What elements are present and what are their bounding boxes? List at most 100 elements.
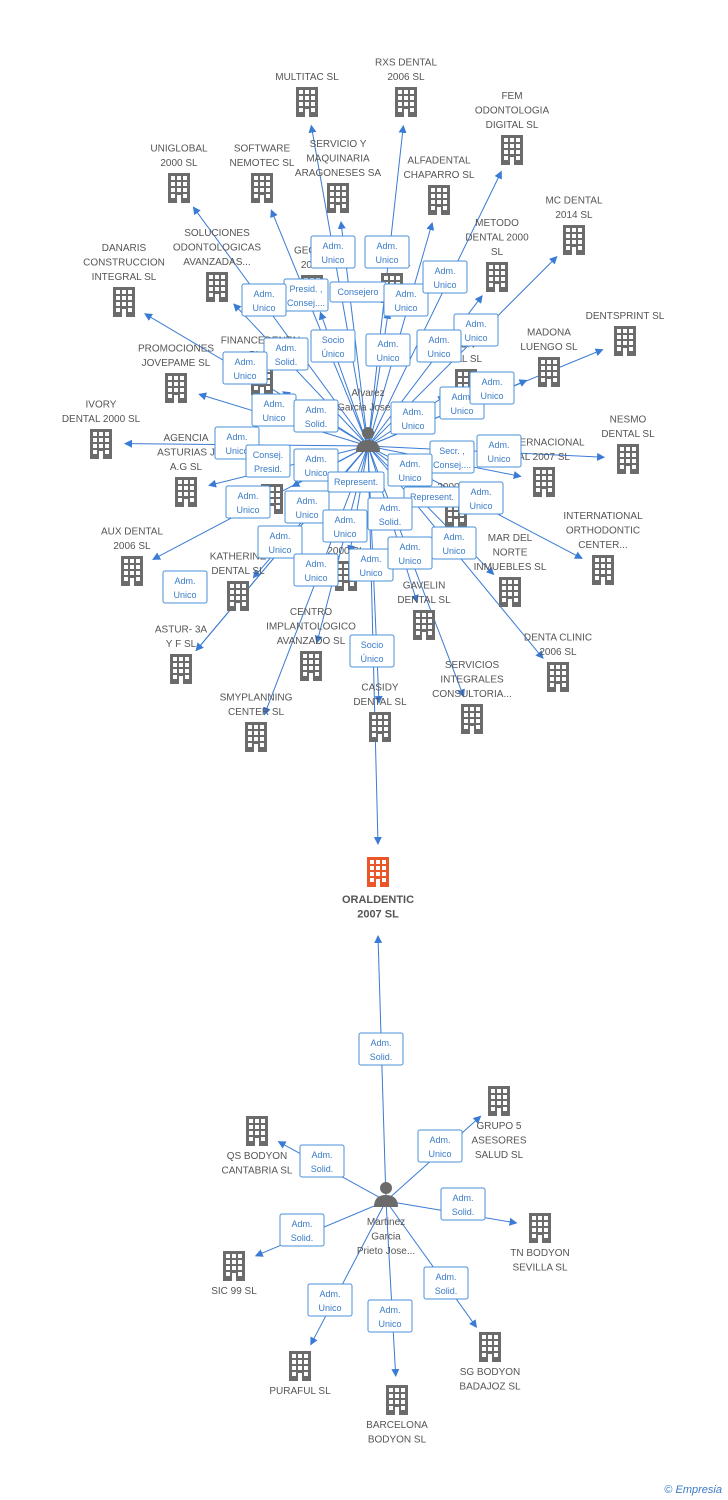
relation-label[interactable]: Adm.Unico <box>310 235 356 269</box>
person-icon[interactable] <box>356 427 380 452</box>
building-icon[interactable] <box>245 722 267 752</box>
building-icon[interactable] <box>206 272 228 302</box>
relation-label[interactable]: Adm.Unico <box>364 235 410 269</box>
relation-box[interactable] <box>416 329 462 363</box>
relation-label[interactable]: Adm.Unico <box>365 333 411 367</box>
relation-label[interactable]: Represent. <box>327 471 385 493</box>
building-icon[interactable] <box>251 173 273 203</box>
relation-label[interactable]: Adm.Solid. <box>299 1144 345 1178</box>
relation-label[interactable]: Adm.Unico <box>241 283 287 317</box>
relation-label[interactable]: Adm.Unico <box>476 434 522 468</box>
company-node-sic99[interactable]: SIC 99 SL <box>211 1251 257 1297</box>
relation-label[interactable]: Adm.Solid. <box>358 1032 404 1066</box>
relation-box[interactable] <box>387 536 433 570</box>
relation-box[interactable] <box>364 235 410 269</box>
building-icon[interactable] <box>614 326 636 356</box>
relation-box[interactable] <box>367 1299 413 1333</box>
relation-label[interactable]: Consejero <box>329 281 387 303</box>
relation-box[interactable] <box>458 481 504 515</box>
relation-box[interactable] <box>349 634 395 668</box>
relation-label[interactable]: Adm.Unico <box>225 485 271 519</box>
relation-box[interactable] <box>222 351 268 385</box>
relation-label[interactable]: Adm.Unico <box>416 329 462 363</box>
person-icon[interactable] <box>374 1182 398 1207</box>
building-icon[interactable] <box>488 1086 510 1116</box>
building-icon[interactable] <box>563 225 585 255</box>
building-icon[interactable] <box>289 1351 311 1381</box>
relation-box[interactable] <box>310 329 356 363</box>
relation-box[interactable] <box>469 371 515 405</box>
relation-box[interactable] <box>241 283 287 317</box>
relation-box[interactable] <box>422 260 468 294</box>
relation-label[interactable]: Adm.Unico <box>251 393 297 427</box>
building-icon[interactable] <box>501 135 523 165</box>
relation-box[interactable] <box>327 471 385 493</box>
building-icon[interactable] <box>428 185 450 215</box>
relation-box[interactable] <box>383 283 429 317</box>
building-icon[interactable] <box>369 712 391 742</box>
building-icon[interactable] <box>413 610 435 640</box>
relation-box[interactable] <box>358 1032 404 1066</box>
company-node-puraful[interactable]: PURAFUL SL <box>269 1351 331 1397</box>
relation-label[interactable]: Consej.Presid. <box>245 444 291 478</box>
building-icon[interactable] <box>486 262 508 292</box>
building-icon[interactable] <box>175 477 197 507</box>
relation-label[interactable]: Adm.Solid. <box>279 1213 325 1247</box>
building-icon[interactable] <box>227 581 249 611</box>
relation-label[interactable]: Adm.Unico <box>431 526 477 560</box>
relation-label[interactable]: Adm.Unico <box>222 351 268 385</box>
relation-box[interactable] <box>257 525 303 559</box>
building-icon[interactable] <box>170 654 192 684</box>
building-icon[interactable] <box>168 173 190 203</box>
relation-label[interactable]: Adm.Unico <box>390 401 436 435</box>
building-icon[interactable] <box>395 87 417 117</box>
relation-label[interactable]: Adm.Solid. <box>423 1266 469 1300</box>
building-icon[interactable] <box>617 444 639 474</box>
relation-box[interactable] <box>310 235 356 269</box>
relation-box[interactable] <box>245 444 291 478</box>
relation-label[interactable]: Adm.Unico <box>417 1129 463 1163</box>
relation-label[interactable]: Adm.Unico <box>387 536 433 570</box>
building-icon[interactable] <box>461 704 483 734</box>
relation-label[interactable]: Adm.Solid. <box>263 337 309 371</box>
relation-label[interactable]: Adm.Unico <box>348 548 394 582</box>
building-icon[interactable] <box>121 556 143 586</box>
building-icon[interactable] <box>300 651 322 681</box>
building-icon[interactable] <box>223 1251 245 1281</box>
building-icon[interactable] <box>165 373 187 403</box>
relation-label[interactable]: Adm.Unico <box>293 448 339 482</box>
building-icon[interactable] <box>113 287 135 317</box>
relation-label[interactable]: Adm.Unico <box>322 509 368 543</box>
building-icon[interactable] <box>90 429 112 459</box>
relation-box[interactable] <box>365 333 411 367</box>
building-icon[interactable] <box>499 577 521 607</box>
relation-label[interactable]: Presid. ,Consej.... <box>283 278 329 312</box>
building-icon[interactable] <box>592 555 614 585</box>
building-icon[interactable] <box>533 467 555 497</box>
relation-label[interactable]: Adm.Solid. <box>440 1187 486 1221</box>
relation-box[interactable] <box>284 490 330 524</box>
relation-label[interactable]: Adm.Unico <box>422 260 468 294</box>
relation-label[interactable]: Adm.Unico <box>257 525 303 559</box>
building-icon[interactable] <box>246 1116 268 1146</box>
relation-label[interactable]: Adm.Unico <box>293 553 339 587</box>
company-node-dentsprint[interactable]: DENTSPRINT SL <box>586 311 665 356</box>
